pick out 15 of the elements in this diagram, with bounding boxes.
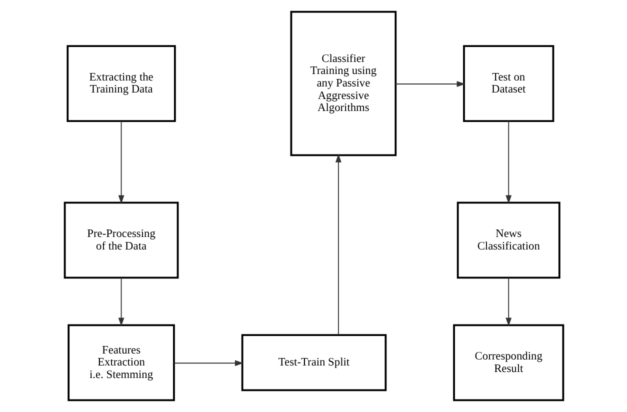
arrow [118, 277, 124, 326]
node-box: Test on Dataset [462, 45, 554, 122]
arrow [505, 277, 512, 326]
arrow [173, 360, 243, 366]
node-box: Extracting the Training Data [66, 45, 176, 122]
arrow [394, 81, 465, 87]
node-box: News Classification [456, 202, 560, 279]
node-box: Corresponding Result [452, 324, 564, 402]
arrow [118, 120, 124, 204]
node-box: Test-Train Split [240, 334, 386, 392]
node-box: Pre-Processing of the Data [63, 202, 178, 279]
arrow [505, 120, 512, 204]
node-box: Features Extraction i.e. Stemming [67, 324, 174, 402]
arrow [334, 154, 341, 336]
node-box: Classifier Training using any Passive Aggressive Algorithms [290, 10, 396, 156]
